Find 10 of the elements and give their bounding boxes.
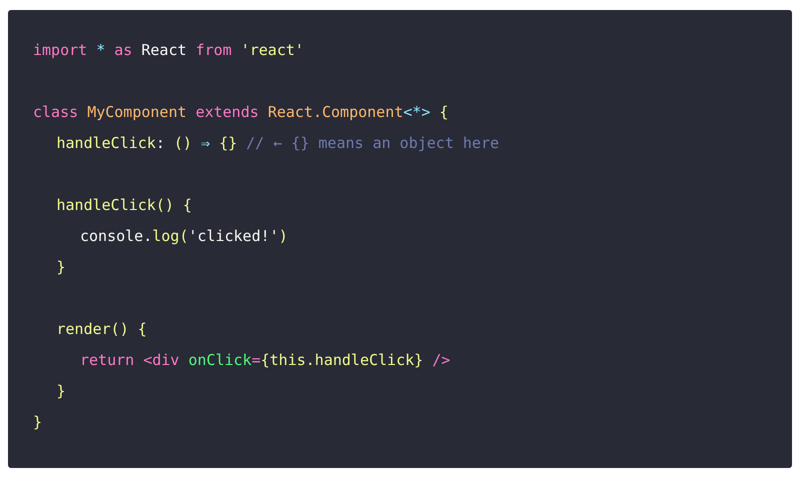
code-line: handleClick: () ⇒ {} // ← {} means an object here	[56, 133, 500, 153]
code-line: render() {	[56, 319, 147, 339]
code-line: handleClick() {	[56, 195, 192, 215]
code-line: import * as React from 'react'	[33, 40, 304, 60]
code-line: }	[56, 381, 66, 401]
code-line: class MyComponent extends React.Component<*> {	[33, 102, 448, 122]
code-line: }	[33, 412, 42, 432]
code-line: }	[56, 257, 66, 277]
code-line: console.log('clicked!')	[80, 226, 288, 246]
code-line: return <div onClick={this.handleClick} />	[80, 350, 450, 370]
